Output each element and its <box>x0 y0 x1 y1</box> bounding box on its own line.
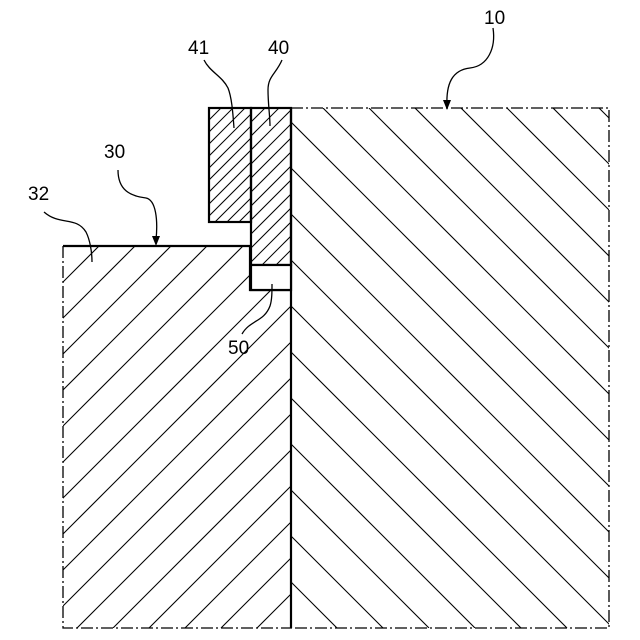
hatch-line <box>0 108 337 628</box>
hatch-line <box>185 108 640 628</box>
hatch-line <box>77 246 459 628</box>
body-10-outline <box>291 108 609 628</box>
label-41: 41 <box>188 38 209 59</box>
hatch-line <box>131 108 245 222</box>
hatch-line <box>0 246 207 628</box>
hatch-line <box>323 108 640 628</box>
hatch-line <box>239 108 353 222</box>
hatch-line <box>1 108 521 628</box>
hatch-line <box>122 108 279 265</box>
arrow-10 <box>443 100 451 110</box>
leader-50 <box>242 284 272 334</box>
member-40-hatching <box>80 108 615 265</box>
hatch-line <box>365 246 640 628</box>
hatch-line <box>290 108 447 265</box>
hatch-line <box>178 108 335 265</box>
hatch-line <box>262 108 419 265</box>
hatch-line <box>0 246 99 628</box>
label-10: 10 <box>484 8 505 29</box>
gap-50 <box>251 265 291 290</box>
hatch-line <box>94 108 251 265</box>
body-10-hatching <box>0 108 640 628</box>
label-30: 30 <box>104 142 125 163</box>
hatch-line <box>119 108 233 222</box>
hatch-line <box>0 108 475 628</box>
hatch-line <box>374 108 531 265</box>
hatch-line <box>257 246 639 628</box>
label-50: 50 <box>228 338 249 359</box>
hatch-line <box>304 108 461 265</box>
hatch-line <box>0 246 171 628</box>
hatch-line <box>203 108 317 222</box>
hatch-line <box>581 246 640 628</box>
hatch-line <box>430 108 587 265</box>
hatch-line <box>107 108 221 222</box>
hatch-line <box>461 108 640 628</box>
hatch-line <box>215 108 329 222</box>
hatch-line <box>93 108 613 628</box>
hatch-line <box>276 108 433 265</box>
hatch-line <box>47 108 567 628</box>
hatch-line <box>507 108 640 628</box>
hatch-line <box>0 246 135 628</box>
hatch-line <box>293 246 640 628</box>
hatch-line <box>164 108 321 265</box>
leader-40 <box>268 60 282 126</box>
label-32: 32 <box>28 184 49 205</box>
hatch-line <box>221 246 603 628</box>
hatch-line <box>388 108 545 265</box>
hatch-line <box>149 246 531 628</box>
hatch-line <box>227 108 341 222</box>
hatch-line <box>553 108 640 628</box>
member-41-hatching <box>83 108 485 222</box>
hatch-line <box>139 108 640 628</box>
hatch-line <box>0 246 279 628</box>
hatch-line <box>318 108 475 265</box>
body-30-hatching <box>0 246 640 628</box>
hatch-line <box>192 108 349 265</box>
body-30-outline <box>63 246 291 628</box>
hatch-line <box>599 108 640 628</box>
hatch-line <box>108 108 265 265</box>
hatch-line <box>248 108 405 265</box>
hatch-line <box>231 108 640 628</box>
hatch-line <box>509 246 640 628</box>
hatch-line <box>444 108 601 265</box>
arrow-30 <box>152 236 160 246</box>
hatch-line <box>415 108 640 628</box>
hatch-line <box>0 246 27 628</box>
leader-30 <box>118 170 157 240</box>
hatch-line <box>206 108 363 265</box>
hatch-line <box>401 246 640 628</box>
hatch-line <box>369 108 640 628</box>
hatch-line <box>287 108 401 222</box>
hatch-line <box>234 108 391 265</box>
hatch-line <box>143 108 257 222</box>
hatch-line <box>416 108 573 265</box>
hatch-line <box>299 108 413 222</box>
hatch-line <box>0 246 351 628</box>
hatch-line <box>617 246 640 628</box>
hatch-line <box>95 108 209 222</box>
hatch-line <box>402 108 559 265</box>
hatch-line <box>41 246 423 628</box>
label-40: 40 <box>268 38 289 59</box>
hatch-line <box>0 246 63 628</box>
hatch-line <box>473 246 640 628</box>
hatch-line <box>80 108 237 265</box>
hatch-line <box>346 108 503 265</box>
hatch-line <box>359 108 473 222</box>
hatch-line <box>113 246 495 628</box>
hatch-line <box>83 108 197 222</box>
hatch-line <box>150 108 307 265</box>
hatch-line <box>251 108 365 222</box>
hatch-line <box>347 108 461 222</box>
hatch-line <box>371 108 485 222</box>
leader-32 <box>44 212 92 262</box>
hatch-line <box>220 108 377 265</box>
leader-10 <box>447 28 494 106</box>
hatch-line <box>458 108 615 265</box>
